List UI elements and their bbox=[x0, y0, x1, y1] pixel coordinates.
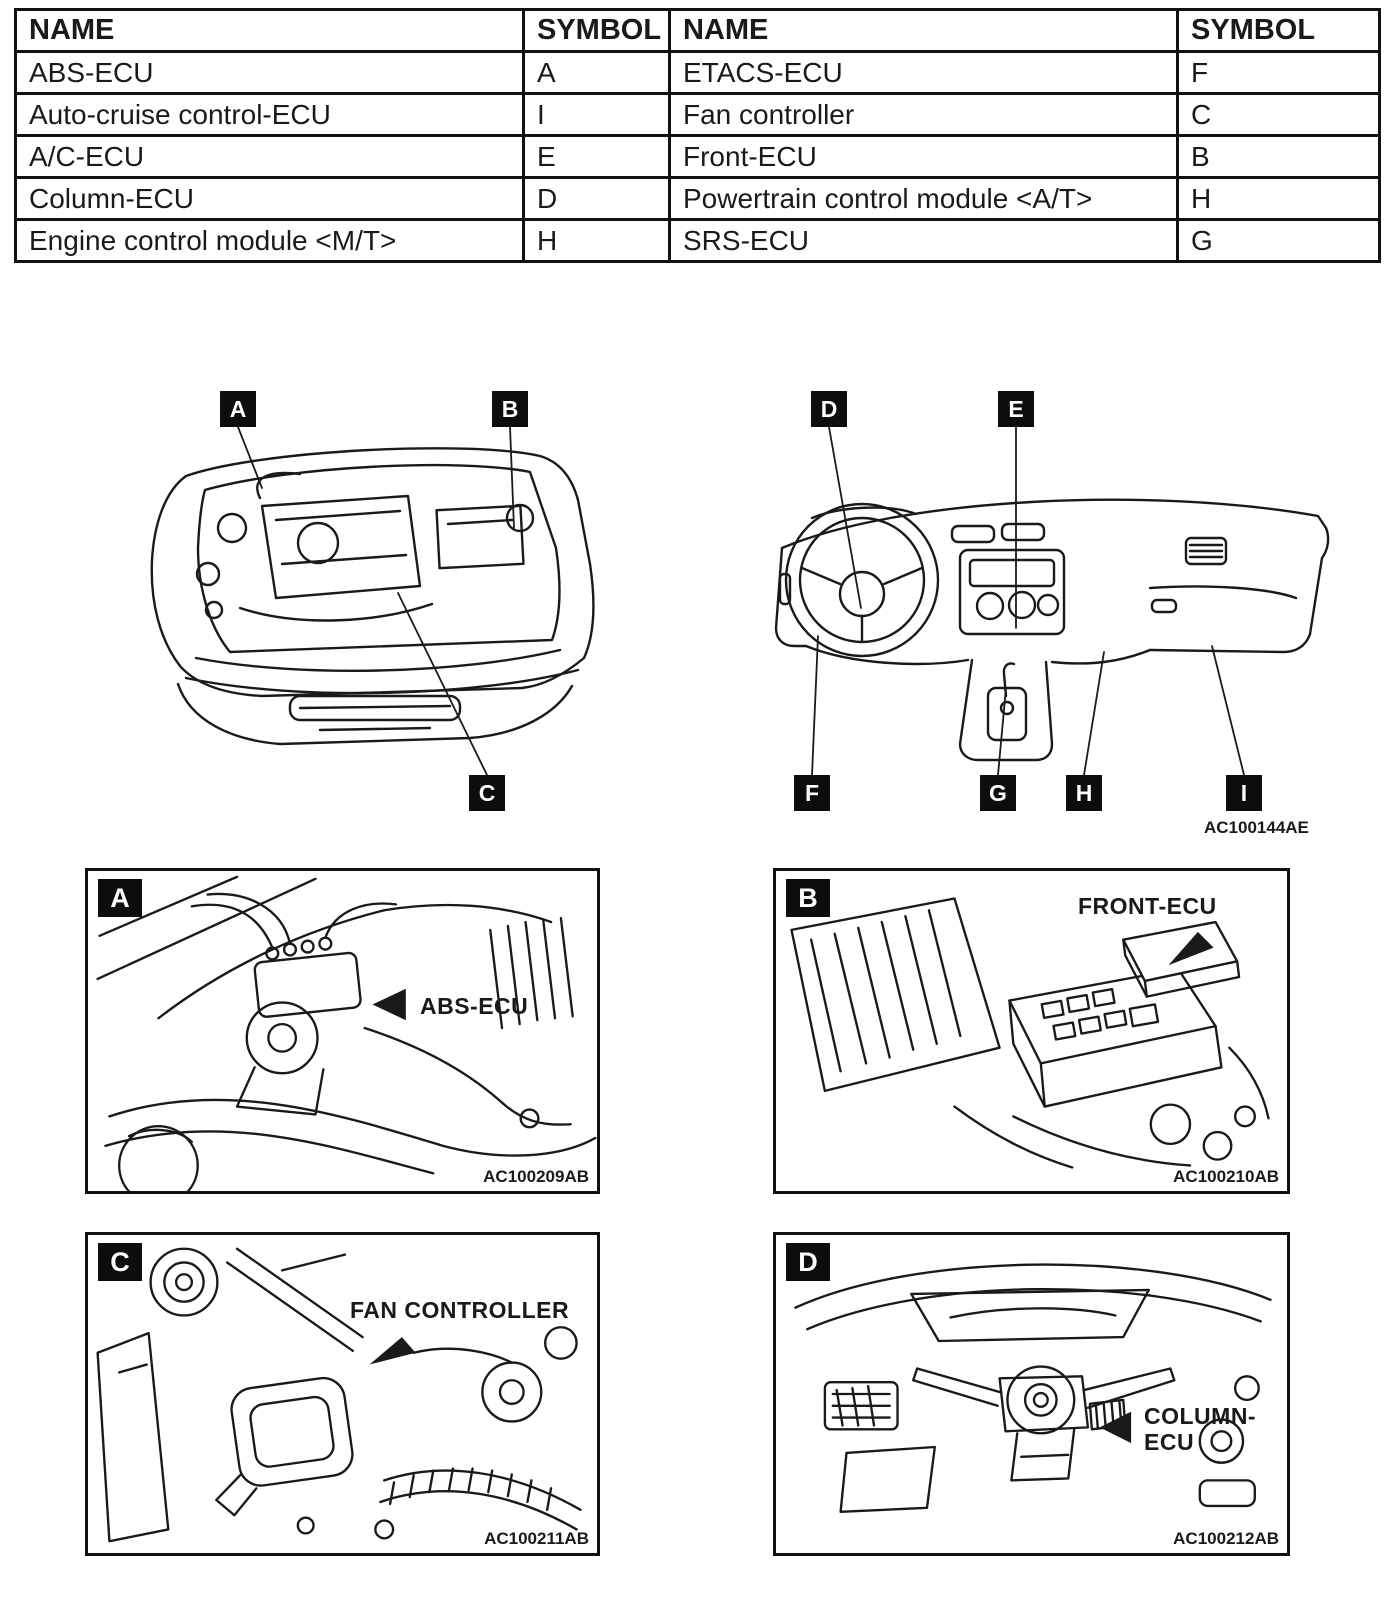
illustration-code: AC100210AB bbox=[1173, 1167, 1279, 1186]
illustration-code: AC100211AB bbox=[484, 1529, 589, 1548]
callout-arrow-icon bbox=[372, 988, 406, 1021]
figure-code: AC100144AE bbox=[1204, 818, 1309, 837]
overview-label-g: G bbox=[980, 775, 1016, 811]
symbol-cell: D bbox=[522, 176, 671, 221]
overview-label-f: F bbox=[794, 775, 830, 811]
callout-arrow-icon bbox=[1168, 931, 1214, 966]
abs-ecu-illustration bbox=[96, 875, 597, 1191]
ecu-name-cell: ABS-ECU bbox=[14, 50, 525, 95]
table-row: Column-ECU D Powertrain control module <… bbox=[14, 176, 1381, 221]
ecu-name-cell: SRS-ECU bbox=[668, 218, 1179, 263]
detail-panel-a: A ABS-ECU AC100209AB bbox=[85, 868, 600, 1194]
overview-label-b: B bbox=[492, 391, 528, 427]
symbol-cell: G bbox=[1176, 218, 1381, 263]
ecu-name-cell: Front-ECU bbox=[668, 134, 1179, 179]
callout-abs-ecu: ABS-ECU bbox=[420, 993, 529, 1019]
location-overview-figure: A B C D E F G H I AC100144AE bbox=[0, 378, 1392, 860]
panel-letter-badge: C bbox=[98, 1243, 142, 1281]
ecu-name-cell: ETACS-ECU bbox=[668, 50, 1179, 95]
ecu-name-cell: Engine control module <M/T> bbox=[14, 218, 525, 263]
col-header-symbol-2: SYMBOL bbox=[1176, 8, 1381, 53]
panel-letter-badge: B bbox=[786, 879, 830, 917]
overview-illustration bbox=[150, 426, 1330, 776]
table-row: Auto-cruise control-ECU I Fan controller… bbox=[14, 92, 1381, 137]
dashboard-drawing bbox=[774, 498, 1330, 762]
symbol-cell: E bbox=[522, 134, 671, 179]
ecu-name-cell: Column-ECU bbox=[14, 176, 525, 221]
symbol-cell: H bbox=[522, 218, 671, 263]
engine-bay-drawing bbox=[150, 447, 595, 746]
ecu-name-cell: Fan controller bbox=[668, 92, 1179, 137]
table-row: ABS-ECU A ETACS-ECU F bbox=[14, 50, 1381, 95]
symbol-cell: I bbox=[522, 92, 671, 137]
column-ecu-illustration bbox=[794, 1263, 1272, 1513]
front-ecu-illustration bbox=[790, 897, 1270, 1169]
callout-front-ecu: FRONT-ECU bbox=[1078, 893, 1217, 919]
table-header-row: NAME SYMBOL NAME SYMBOL bbox=[14, 8, 1381, 53]
illustration-code: AC100212AB bbox=[1173, 1529, 1279, 1548]
fan-controller-illustration bbox=[96, 1247, 582, 1543]
ecu-name-cell: Powertrain control module <A/T> bbox=[668, 176, 1179, 221]
overview-label-e: E bbox=[998, 391, 1034, 427]
illustration-code: AC100209AB bbox=[483, 1167, 589, 1186]
col-header-symbol-1: SYMBOL bbox=[522, 8, 671, 53]
col-header-name-1: NAME bbox=[14, 8, 525, 53]
table-row: Engine control module <M/T> H SRS-ECU G bbox=[14, 218, 1381, 263]
ecu-name-cell: Auto-cruise control-ECU bbox=[14, 92, 525, 137]
callout-arrow-icon bbox=[1099, 1411, 1132, 1444]
overview-label-c: C bbox=[469, 775, 505, 811]
symbol-cell: B bbox=[1176, 134, 1381, 179]
ecu-symbol-table: NAME SYMBOL NAME SYMBOL ABS-ECU A ETACS-… bbox=[14, 8, 1381, 263]
detail-panel-d: D COLUMN-ECU AC100212AB bbox=[773, 1232, 1290, 1556]
overview-label-i: I bbox=[1226, 775, 1262, 811]
ecu-name-cell: A/C-ECU bbox=[14, 134, 525, 179]
callout-column-ecu: COLUMN-ECU bbox=[1144, 1403, 1257, 1456]
symbol-cell: F bbox=[1176, 50, 1381, 95]
detail-panel-c: C FAN CONTROLLER AC100211AB bbox=[85, 1232, 600, 1556]
table-row: A/C-ECU E Front-ECU B bbox=[14, 134, 1381, 179]
panel-letter-badge: A bbox=[98, 879, 142, 917]
overview-label-d: D bbox=[811, 391, 847, 427]
leader-lines bbox=[237, 426, 1245, 776]
overview-label-a: A bbox=[220, 391, 256, 427]
symbol-cell: A bbox=[522, 50, 671, 95]
panel-letter-badge: D bbox=[786, 1243, 830, 1281]
callout-arrow-icon bbox=[369, 1337, 416, 1365]
col-header-name-2: NAME bbox=[668, 8, 1179, 53]
callout-fan-controller: FAN CONTROLLER bbox=[350, 1297, 570, 1323]
symbol-cell: C bbox=[1176, 92, 1381, 137]
detail-panel-b: B FRONT-ECU AC100210AB bbox=[773, 868, 1290, 1194]
symbol-cell: H bbox=[1176, 176, 1381, 221]
overview-label-h: H bbox=[1066, 775, 1102, 811]
